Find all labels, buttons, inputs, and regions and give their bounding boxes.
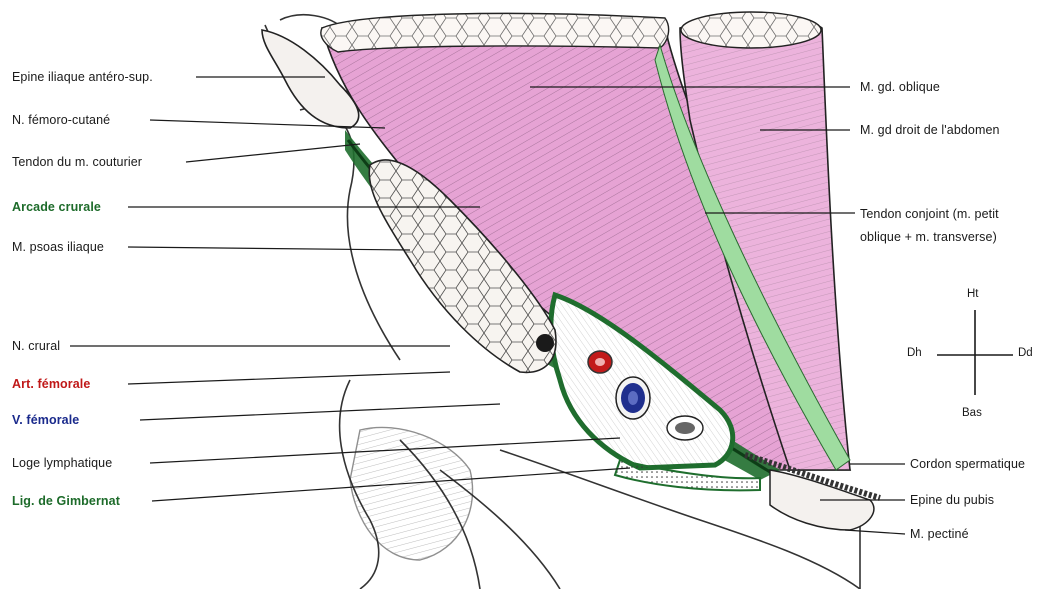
label-m-gd-droit: M. gd droit de l'abdomen (860, 123, 1000, 137)
label-tendon-conjoint-2: oblique + m. transverse) (860, 230, 997, 244)
orientation-top: Ht (967, 288, 979, 300)
label-psoas-iliaque: M. psoas iliaque (12, 240, 104, 254)
orientation-left: Dh (907, 347, 922, 359)
label-m-pectine: M. pectiné (910, 527, 969, 541)
orientation-right: Dd (1018, 347, 1033, 359)
label-n-crural: N. crural (12, 339, 60, 353)
label-v-femorale: V. fémorale (12, 413, 79, 427)
label-arcade-crurale: Arcade crurale (12, 200, 101, 214)
label-loge-lymphatique: Loge lymphatique (12, 456, 112, 470)
orientation-bottom: Bas (962, 407, 982, 419)
orientation-cross (937, 310, 1013, 395)
label-m-gd-oblique: M. gd. oblique (860, 80, 940, 94)
label-art-femorale: Art. fémorale (12, 377, 90, 391)
label-tendon-conjoint-1: Tendon conjoint (m. petit (860, 207, 999, 221)
label-lig-gimbernat: Lig. de Gimbernat (12, 494, 120, 508)
label-cordon-spermatique: Cordon spermatique (910, 457, 1025, 471)
label-epine-iliaque: Epine iliaque antéro-sup. (12, 70, 153, 84)
label-tendon-couturier: Tendon du m. couturier (12, 155, 142, 169)
femoral-nerve (536, 334, 554, 352)
label-n-femoro-cutane: N. fémoro-cutané (12, 113, 110, 127)
label-epine-pubis: Epine du pubis (910, 493, 994, 507)
